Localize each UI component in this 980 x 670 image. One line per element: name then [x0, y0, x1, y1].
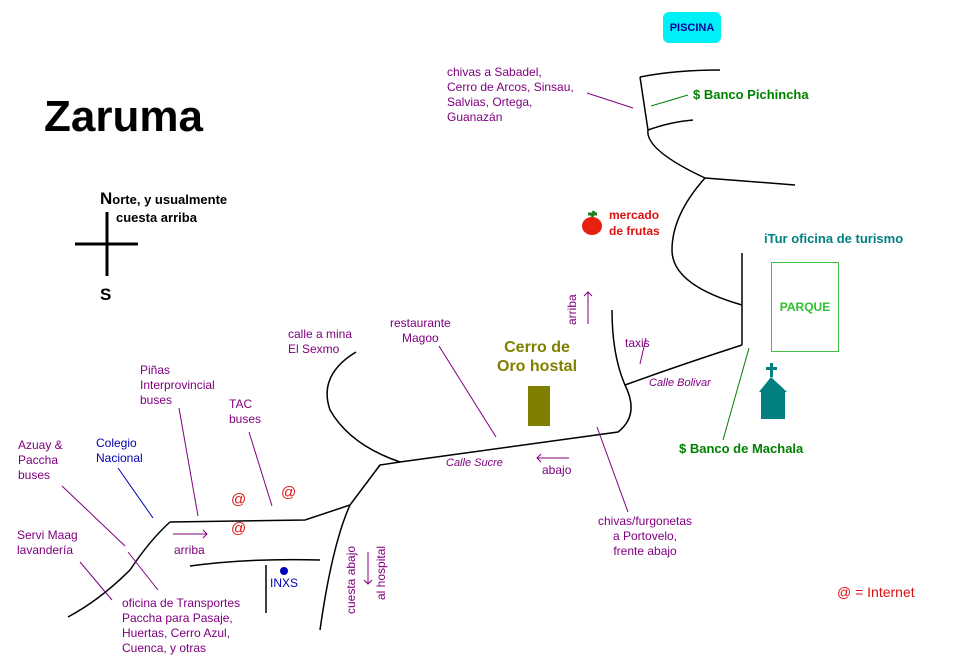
compass-south-label: S — [100, 285, 112, 304]
label-line: El Sexmo — [288, 342, 340, 356]
label-line: chivas a Sabadel, — [447, 65, 542, 79]
label-line: Guanazán — [447, 110, 503, 124]
street-mercado — [671, 177, 743, 306]
label-oficina-transportes: oficina de Transportes Paccha para Pasaj… — [122, 596, 240, 656]
hostal-label: Cerro de Oro hostal — [497, 338, 577, 376]
label-line: Magoo — [402, 331, 439, 345]
bank-pointers — [650, 94, 750, 441]
pointer-colegio — [117, 467, 154, 519]
label-line: buses — [229, 412, 262, 426]
label-line: Cuenca, y otras — [122, 641, 207, 655]
compass-north-label: Norte, y usualmente cuesta arriba — [100, 190, 227, 227]
label-arriba-vertical: arriba — [565, 294, 579, 325]
label-taxis: taxis — [625, 336, 650, 350]
label-line: buses — [18, 468, 51, 482]
street-inxs — [189, 558, 321, 567]
internet-dot-icon — [280, 567, 288, 575]
street-hostal-loop — [399, 384, 632, 463]
street-mina — [326, 351, 401, 463]
label-line: Colegio — [96, 436, 137, 450]
label-line: Nacional — [96, 451, 143, 465]
label-line: restaurante — [390, 316, 451, 330]
label-mercado: mercado de frutas — [609, 207, 660, 239]
street-top-2 — [647, 119, 694, 131]
label-line: Paccha para Pasaje, — [122, 611, 233, 625]
pointer-lines — [61, 92, 647, 601]
label-chivas-sabadel: chivas a Sabadel, Cerro de Arcos, Sinsau… — [447, 65, 574, 125]
label-banco-pichincha: $ Banco Pichincha — [693, 87, 809, 102]
label-calle-bolivar: Calle Bolivar — [649, 377, 711, 389]
apple-icon — [582, 210, 602, 235]
label-line: TAC — [229, 397, 253, 411]
label-line: buses — [140, 393, 173, 407]
label-calle-sucre: Calle Sucre — [446, 457, 503, 469]
label-line: Huertas, Cerro Azul, — [122, 626, 231, 640]
arrow-down-icon — [363, 552, 373, 585]
map-title: Zaruma — [44, 92, 203, 141]
street-west — [67, 521, 171, 618]
street-hospital — [319, 504, 351, 631]
label-line: chivas/furgonetas — [598, 514, 693, 528]
street-upper — [639, 76, 796, 186]
internet-at-2: @ — [281, 484, 297, 501]
label-line: Interprovincial — [140, 378, 215, 392]
label-line: lavandería — [17, 543, 74, 557]
label-line: Salvias, Ortega, — [447, 95, 533, 109]
street-bolivar — [611, 309, 743, 386]
label-abajo: abajo — [542, 463, 572, 477]
hostal-line2: Oro hostal — [497, 358, 578, 375]
label-chivas-portovelo: chivas/furgonetas a Portovelo, frente ab… — [598, 514, 692, 559]
label-pinas: Piñas Interprovincial buses — [140, 363, 215, 408]
label-colegio: Colegio Nacional — [96, 436, 143, 466]
label-cuesta-abajo: cuesta abajo — [344, 545, 358, 614]
arrow-right-icon — [173, 529, 208, 539]
label-itur: iTur oficina de turismo — [764, 231, 904, 246]
label-line: Cerro de Arcos, Sinsau, — [447, 80, 574, 94]
label-line: Piñas — [140, 363, 171, 377]
compass-cross — [75, 212, 138, 276]
compass-north-line2: cuesta arriba — [116, 210, 197, 225]
church-icon — [759, 363, 787, 419]
parque-box: PARQUE — [771, 262, 839, 352]
label-azuay: Azuay & Paccha buses — [18, 438, 63, 483]
label-arriba-bottom: arriba — [174, 543, 205, 557]
label-al-hospital: al hospital — [374, 545, 388, 600]
label-inxs: INXS — [270, 576, 299, 590]
label-line: frente abajo — [613, 544, 677, 558]
label-line: Servi Maag — [17, 528, 78, 542]
streets — [67, 69, 796, 631]
piscina-box: PISCINA — [663, 12, 721, 43]
internet-at-3: @ — [231, 520, 247, 537]
internet-legend: @ = Internet — [837, 584, 915, 600]
label-restaurante: restaurante Magoo — [390, 316, 451, 346]
label-tac: TAC buses — [229, 397, 261, 427]
internet-at-1: @ — [231, 491, 247, 508]
label-banco-machala: $ Banco de Machala — [679, 441, 804, 456]
label-line: Paccha — [18, 453, 59, 467]
hostal-building — [528, 386, 550, 426]
compass-north-initial: N — [100, 189, 113, 208]
hostal-line1: Cerro de — [504, 339, 570, 356]
label-line: calle a mina — [288, 327, 353, 341]
label-line: oficina de Transportes — [122, 596, 241, 610]
label-line: mercado — [609, 208, 660, 222]
label-line: de frutas — [609, 224, 660, 238]
arrow-left-icon — [536, 453, 569, 463]
label-line: Azuay & — [18, 438, 63, 452]
label-line: a Portovelo, — [613, 529, 678, 543]
label-calle-mina: calle a mina El Sexmo — [288, 327, 352, 357]
arrow-up-icon — [583, 291, 593, 324]
label-servi-maag: Servi Maag lavandería — [17, 528, 78, 558]
street-top-1 — [639, 69, 721, 78]
compass-north-rest: orte, y usualmente — [112, 192, 228, 207]
